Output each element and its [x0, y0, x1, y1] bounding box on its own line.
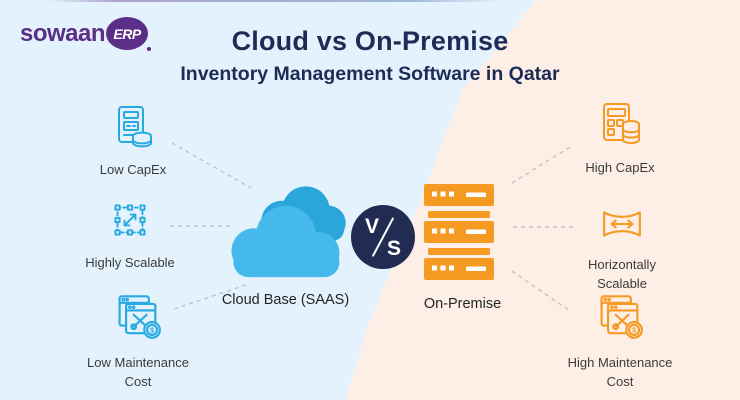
calculator-coins-icon: [595, 100, 645, 153]
feature-label: Low Maintenance Cost: [87, 355, 189, 389]
brand-erp-badge: ERP: [106, 17, 149, 50]
brand-name: sowaan: [20, 19, 106, 47]
brand-logo: sowaan ERP: [20, 17, 152, 51]
feature-label: Horizontally Scalable: [588, 257, 656, 291]
vs-letter-s: S: [386, 237, 401, 260]
feature-high-maintenance: $ High Maintenance Cost: [562, 293, 678, 391]
feature-horizontally-scalable: Horizontally Scalable: [574, 203, 670, 293]
vs-letter-v: V: [365, 215, 380, 238]
feature-highly-scalable: Highly Scalable: [80, 197, 180, 272]
feature-label: Low CapEx: [99, 162, 167, 177]
vs-badge: V S: [351, 205, 415, 269]
feature-label: High Maintenance Cost: [567, 355, 673, 389]
page-title: Cloud vs On-Premise: [231, 26, 509, 56]
top-accent-line: [48, 0, 500, 2]
cash-register-coins-icon: [109, 102, 157, 155]
brand-dot: [147, 47, 152, 51]
feature-low-capex: Low CapEx: [83, 102, 183, 179]
server-rack-illustration: [424, 184, 494, 287]
feature-high-capex: High CapEx: [570, 100, 670, 177]
maintenance-cost-icon: $: [594, 293, 646, 348]
onprem-label: On-Premise: [423, 296, 502, 312]
page-subtitle: Inventory Management Software in Qatar: [180, 63, 560, 85]
svg-text:$: $: [150, 326, 155, 335]
diagonal-scale-icon: [107, 197, 153, 248]
feature-label: High CapEx: [585, 160, 655, 175]
cloud-label: Cloud Base (SAAS): [221, 292, 350, 308]
horizontal-scale-icon: [596, 203, 648, 250]
svg-text:$: $: [632, 326, 637, 335]
feature-low-maintenance: $ Low Maintenance Cost: [82, 293, 194, 391]
cloud-illustration: [224, 179, 346, 292]
feature-label: Highly Scalable: [85, 255, 175, 270]
maintenance-cost-icon: $: [112, 293, 164, 348]
